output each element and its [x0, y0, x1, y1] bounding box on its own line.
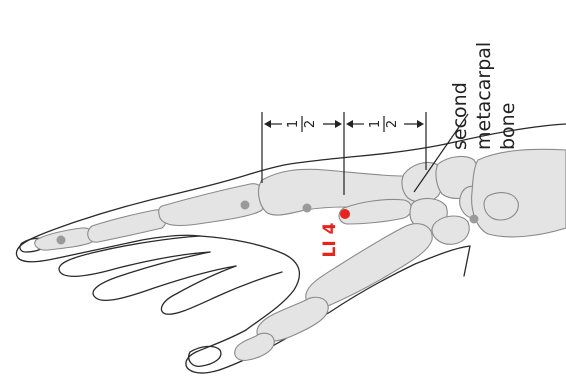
fraction-left-numerator: 1	[286, 120, 301, 128]
right-arrowhead-left	[346, 120, 353, 128]
li4-point-marker	[340, 209, 350, 219]
left-arrowhead-left	[264, 120, 271, 128]
index-pip-joint-marker	[241, 201, 250, 210]
ulna-bone	[484, 193, 518, 220]
left-arrowhead-right	[335, 120, 342, 128]
radius-bone	[472, 149, 566, 237]
index-dip-joint-marker	[57, 236, 66, 245]
fraction-right-numerator: 1	[368, 120, 383, 128]
li4-acupoint: LI 4	[320, 209, 350, 257]
fraction-right: 1 2	[368, 116, 400, 132]
fraction-right-denominator: 2	[385, 120, 400, 128]
fraction-left-denominator: 2	[303, 120, 318, 128]
metacarpal-label-line2: metacarpal	[473, 42, 495, 150]
mcp-joint-marker	[303, 204, 312, 213]
li4-label: LI 4	[320, 222, 340, 257]
carpal-scaphoid	[432, 216, 469, 244]
index-proximal-phalanx	[159, 184, 266, 226]
fraction-left: 1 2	[286, 116, 318, 132]
metacarpal-label-line1: second	[449, 82, 471, 150]
right-arrowhead-right	[417, 120, 424, 128]
metacarpal-label-line3: bone	[497, 103, 519, 150]
thumb-distal-phalanx	[235, 333, 274, 360]
hand-bones	[35, 149, 566, 360]
wrist-joint-marker	[470, 215, 479, 224]
